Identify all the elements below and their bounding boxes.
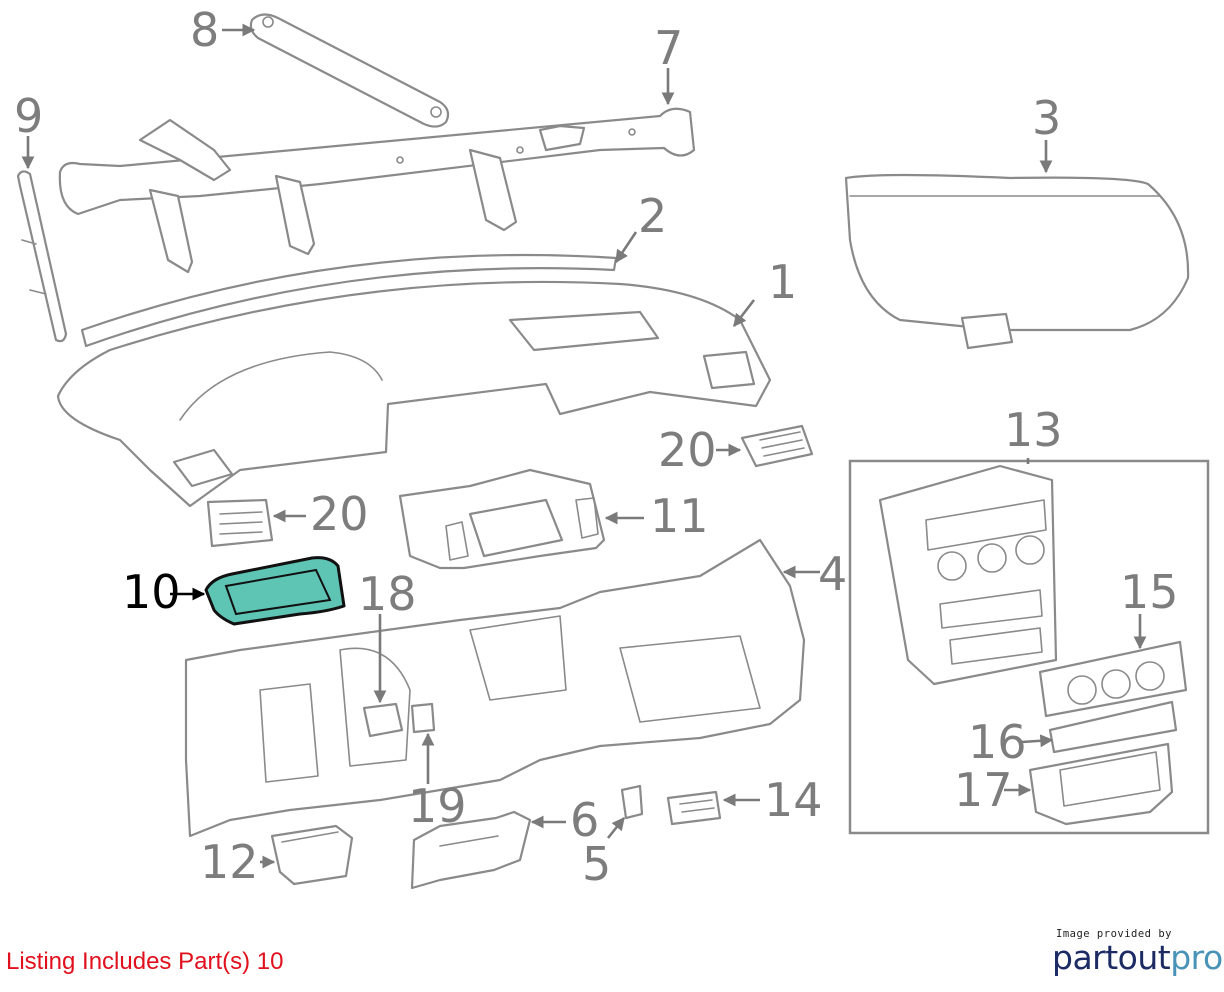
callout-6: 6 [570,793,599,847]
image-provided-by-text: Image provided by [1056,928,1172,940]
part-18-clip [362,702,404,738]
part-3-airbag [844,173,1190,350]
part-9-bracket [16,170,68,343]
part-15-control-panel [1038,640,1188,718]
part-17-lower-box [1028,742,1174,826]
logo-main-text: partout [1052,938,1171,977]
callout-20-left: 20 [310,487,369,541]
callout-7: 7 [654,21,683,75]
callout-1: 1 [768,255,797,309]
callout-11: 11 [650,489,709,543]
part-8-brace [249,13,450,128]
logo-accent-text: pro [1170,938,1223,977]
callout-10: 10 [122,565,181,619]
part-14-switch [666,790,722,826]
part-10-pocket-highlighted [204,556,346,626]
callout-5: 5 [582,837,611,891]
part-7-crossbeam [58,107,696,274]
callout-18: 18 [358,567,417,621]
callout-8: 8 [190,3,219,57]
callout-12: 12 [200,835,259,889]
callout-16: 16 [968,715,1027,769]
part-5-clip [620,784,644,820]
callout-20-right: 20 [658,423,717,477]
part-11-center-bezel [398,468,606,570]
callout-14: 14 [764,773,823,827]
partoutpro-logo: Image provided by partoutpro [1052,928,1223,977]
part-2-defroster [80,253,618,348]
callout-17: 17 [954,763,1013,817]
part-4-lower-panel [184,538,806,838]
part-13-center-trim [878,464,1058,686]
callout-4: 4 [818,547,847,601]
callout-19: 19 [408,779,467,833]
part-12-pocket [270,824,354,886]
listing-caption: Listing Includes Part(s) 10 [6,948,284,975]
part-6-column-cover [410,810,532,890]
callout-3: 3 [1032,91,1061,145]
part-20-vent-right [740,424,814,468]
logo-wordmark: partoutpro [1052,938,1223,977]
part-20-vent-left [206,498,274,548]
callout-15: 15 [1120,565,1179,619]
leader-lines [21,23,1147,869]
callout-2: 2 [638,189,667,243]
callout-9: 9 [14,89,43,143]
part-1-dash-panel [56,280,772,508]
callout-13: 13 [1004,403,1063,457]
part-19-clip [410,702,436,734]
